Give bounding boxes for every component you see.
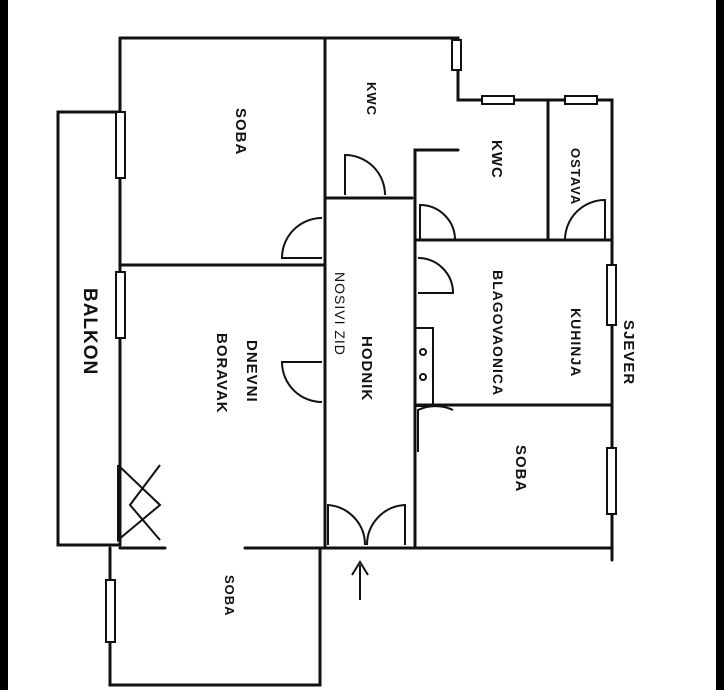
room-label-balkon: BALKON bbox=[79, 288, 100, 376]
room-label-blagovaonica: BLAGOVAONICA bbox=[490, 270, 506, 397]
room-label-kwc-2: KWC bbox=[488, 140, 505, 179]
windows bbox=[105, 39, 617, 643]
room-label-boravak: BORAVAK bbox=[213, 333, 230, 414]
room-label-soba-top: SOBA bbox=[232, 108, 249, 156]
room-label-soba-bottom: SOBA bbox=[222, 575, 237, 617]
label-nosivi-zid: NOSIVI ZID bbox=[332, 272, 348, 356]
room-label-hodnik: HODNIK bbox=[358, 336, 375, 402]
room-label-kwc-1: KWC bbox=[364, 82, 379, 117]
room-label-kuhinja: KUHINJA bbox=[568, 308, 584, 378]
room-label-dnevni: DNEVNI bbox=[243, 340, 260, 403]
room-label-soba-right: SOBA bbox=[512, 445, 529, 493]
walls bbox=[56, 36, 614, 687]
compass-north-label: SJEVER bbox=[620, 320, 637, 386]
doors bbox=[117, 153, 606, 546]
entrance-arrow bbox=[351, 560, 369, 600]
room-label-ostava: OSTAVA bbox=[568, 148, 583, 206]
right-frame-bar bbox=[716, 0, 724, 690]
left-frame-bar bbox=[0, 0, 8, 690]
